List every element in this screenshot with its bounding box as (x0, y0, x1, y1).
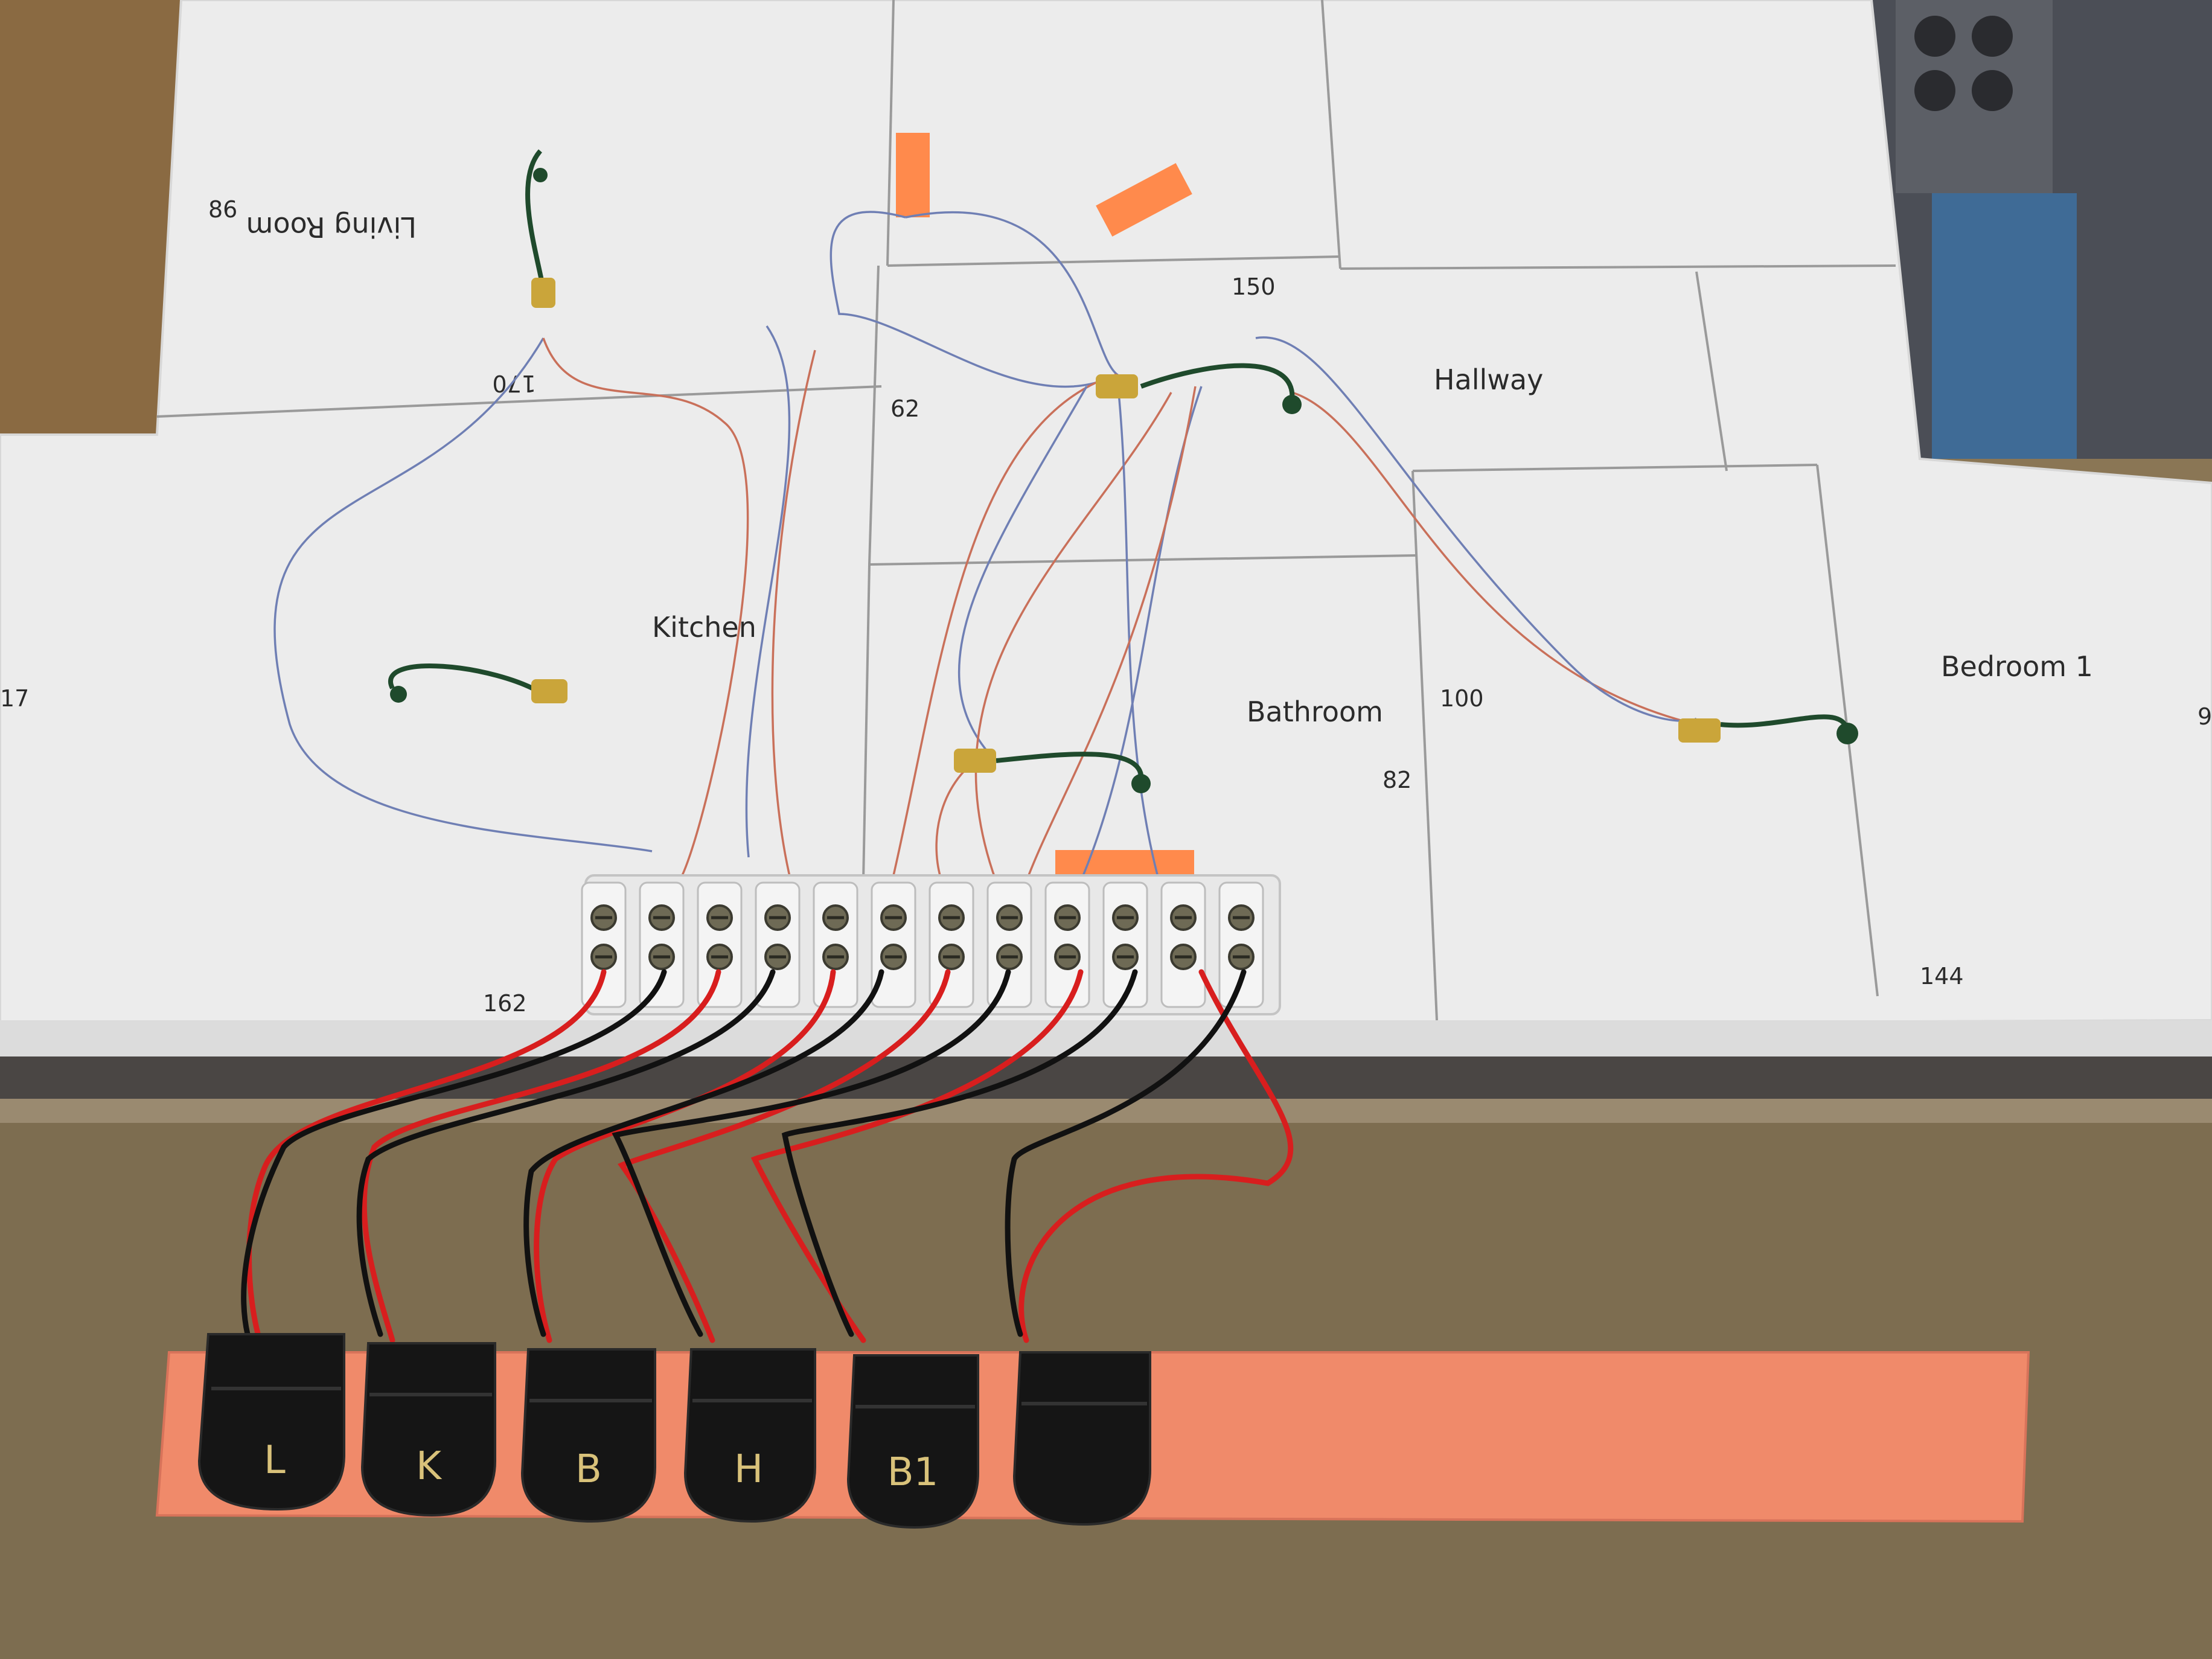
battery-label-b: B (575, 1447, 602, 1492)
room-label-hallway: Hallway (1434, 363, 1543, 396)
battery-label-b1: B1 (887, 1450, 939, 1495)
led-living-room (525, 149, 555, 308)
battery-holder-h: H (683, 1348, 816, 1523)
battery-holder-l: L (197, 1333, 345, 1511)
terminal-5 (813, 881, 858, 1008)
terminal-3 (697, 881, 743, 1008)
measure-100: 100 (1440, 685, 1484, 712)
battery-holder-b1: B1 (846, 1354, 979, 1529)
room-boundaries (156, 0, 1896, 1021)
led-bedroom1 (1678, 714, 1858, 744)
measure-86: 86 (208, 196, 237, 223)
board-edge (0, 1020, 2212, 1056)
measure-82: 82 (1382, 767, 1411, 793)
battery-holder-k: K (360, 1342, 496, 1517)
tape-marker-2 (1096, 163, 1192, 237)
led-hallway (1096, 363, 1302, 414)
tape-marker-1 (896, 133, 930, 217)
terminal-1 (581, 881, 627, 1008)
terminal-11 (1160, 881, 1206, 1008)
terminal-block (581, 874, 1281, 1015)
terminal-2 (639, 881, 685, 1008)
terminal-10 (1102, 881, 1148, 1008)
terminal-12 (1218, 881, 1264, 1008)
terminal-8 (986, 881, 1032, 1008)
battery-holder-unlabeled (1012, 1351, 1151, 1526)
measure-62: 62 (890, 395, 919, 422)
battery-leads (241, 969, 1294, 1343)
measure-150: 150 (1232, 273, 1276, 300)
battery-label-h: H (734, 1447, 763, 1492)
led-bathroom (954, 749, 1151, 793)
terminal-9 (1044, 881, 1090, 1008)
terminal-4 (755, 881, 801, 1008)
measure-144: 144 (1920, 963, 1964, 989)
thin-wires (273, 211, 1698, 882)
measure-9: 9 (2198, 703, 2212, 730)
measure-162: 162 (483, 990, 527, 1017)
battery-label-k: K (416, 1444, 443, 1489)
led-kitchen (388, 663, 567, 703)
room-label-bathroom: Bathroom (1247, 695, 1383, 728)
metal-rail (0, 1056, 2212, 1099)
terminal-7 (929, 881, 974, 1008)
battery-label-l: L (264, 1438, 286, 1483)
room-label-bedroom1: Bedroom 1 (1941, 650, 2093, 683)
blue-box (1932, 193, 2077, 459)
battery-holders: L K B H B1 (197, 1333, 1151, 1529)
measure-17: 17 (0, 685, 29, 712)
measure-170: 170 (492, 370, 536, 397)
battery-holder-b: B (520, 1348, 656, 1523)
room-label-living-room: Living Room (246, 211, 417, 243)
